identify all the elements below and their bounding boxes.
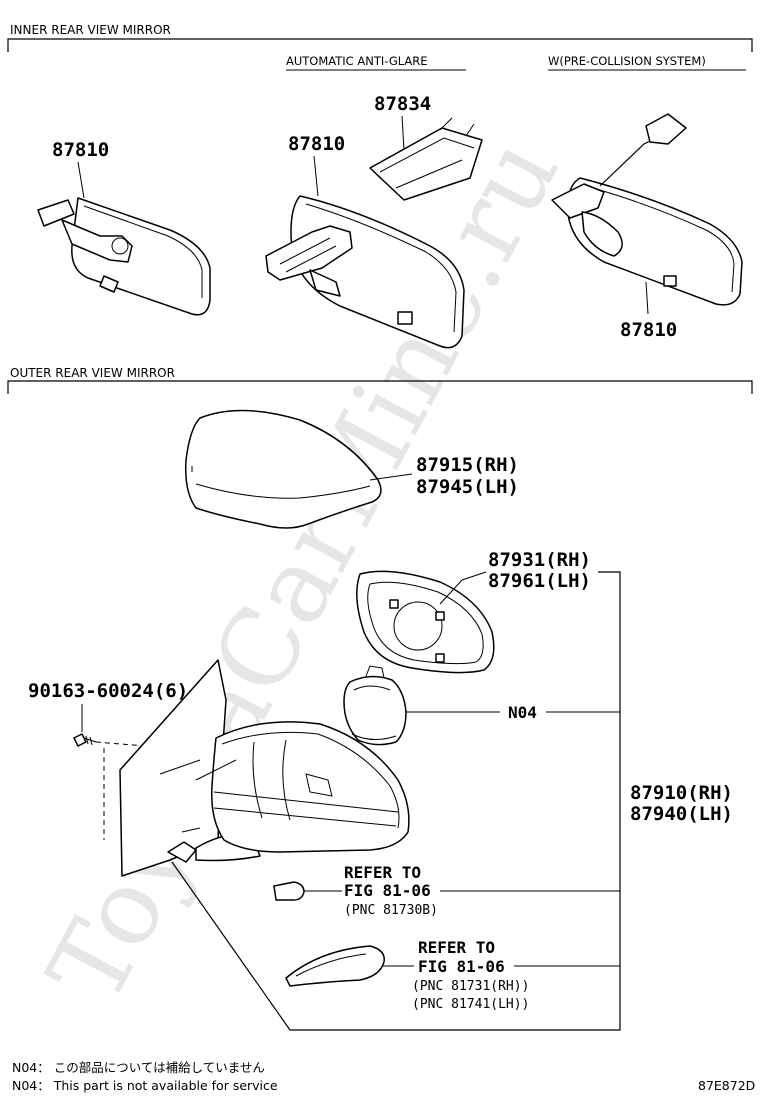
label-sensor-cover: 87834 [374, 93, 431, 115]
header-pre-collision: W(PRE-COLLISION SYSTEM) [548, 54, 706, 68]
label-cover-lh: 87945(LH) [416, 476, 519, 498]
label-motor: N04 [508, 703, 537, 722]
outer-section-title: OUTER REAR VIEW MIRROR [10, 366, 175, 380]
inner-mirror-3 [551, 113, 743, 306]
sensor-cover [369, 117, 483, 201]
ref1-line2: FIG 81-06 [344, 881, 431, 900]
label-glass-rh: 87931(RH) [488, 549, 591, 571]
inner-section-bracket [7, 38, 753, 52]
mirror-motor [343, 665, 407, 746]
turn-signal-lamp [285, 945, 385, 987]
label-cover-rh: 87915(RH) [416, 454, 519, 476]
note-n04-jp: N04： この部品については補給していません [12, 1060, 265, 1075]
side-lamp-bulb [273, 881, 305, 901]
label-assembly-rh: 87910(RH) [630, 782, 733, 804]
label-inner-mirror-3: 87810 [620, 319, 677, 341]
outer-mirror-cover [184, 409, 382, 529]
outer-mirror-glass [356, 570, 495, 674]
label-assembly-lh: 87940(LH) [630, 803, 733, 825]
note-n04-en: N04： This part is not available for serv… [12, 1078, 278, 1093]
inner-mirror-1 [37, 197, 211, 316]
inner-mirror-2 [265, 195, 465, 349]
label-inner-mirror-1: 87810 [52, 139, 109, 161]
outer-section-bracket [7, 380, 753, 394]
ref2-line2: FIG 81-06 [418, 957, 505, 976]
ref2-line3: (PNC 81731(RH)) [412, 979, 529, 994]
label-screw: 90163-60024(6) [28, 680, 188, 702]
header-auto-antiglare: AUTOMATIC ANTI-GLARE [286, 54, 428, 68]
ref1-line3: (PNC 81730B) [344, 903, 438, 918]
outer-mirror-housing [119, 659, 410, 877]
assembly-bracket [171, 571, 621, 1031]
ref2-line4: (PNC 81741(LH)) [412, 997, 529, 1012]
screw [73, 733, 97, 747]
ref1-line1: REFER TO [344, 863, 421, 882]
inner-section-title: INNER REAR VIEW MIRROR [10, 23, 171, 37]
figure-code: 87E872D [698, 1078, 755, 1093]
label-glass-lh: 87961(LH) [488, 570, 591, 592]
ref2-line1: REFER TO [418, 938, 495, 957]
label-inner-mirror-2: 87810 [288, 133, 345, 155]
